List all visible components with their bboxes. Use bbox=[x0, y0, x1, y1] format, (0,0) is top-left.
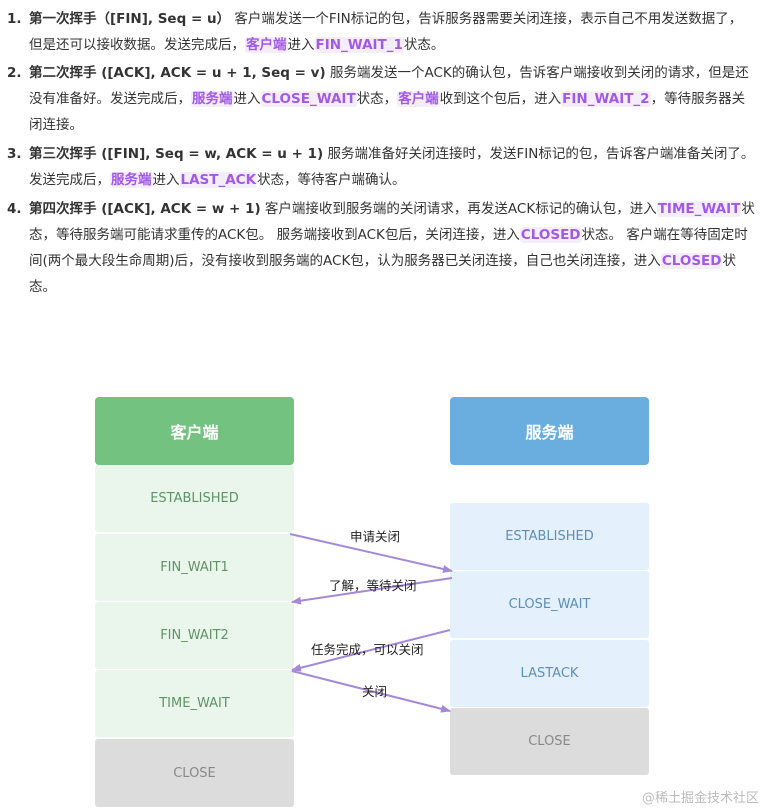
highlight-term: TIME_WAIT bbox=[656, 201, 742, 217]
arrow-ack-close bbox=[291, 670, 451, 713]
arrow-label: 申请关闭 bbox=[350, 529, 401, 544]
highlight-term: CLOSED bbox=[660, 253, 723, 269]
step-text: 客户端接收到服务端的关闭请求，再发送ACK标记的确认包，进入 bbox=[260, 201, 657, 217]
highlight-term: FIN_WAIT_1 bbox=[314, 37, 404, 53]
step-text: 状态。 bbox=[403, 37, 445, 53]
step-text: 状态。 客户端在等待固定时间(两个最大段生命周期)后，没有接收到服务端的ACK包… bbox=[29, 227, 748, 269]
highlight-term: 服务端 bbox=[110, 172, 153, 188]
watermark: @稀土掘金技术社区 bbox=[641, 791, 759, 806]
client-state-fin-wait2: FIN_WAIT2 bbox=[95, 602, 294, 669]
step-text: 状态，等待客户端确认。 bbox=[257, 172, 406, 188]
server-state-close-wait: CLOSE_WAIT bbox=[450, 571, 649, 638]
server-state-lastack: LASTACK bbox=[450, 640, 649, 707]
step-text: 进入 bbox=[233, 91, 261, 107]
step-number: 3. bbox=[7, 146, 22, 162]
step-text: 服务端发送一个ACK的确认包，告诉客户端接收到关闭的请求，但是还没有准备好。发送… bbox=[29, 65, 749, 107]
step-text: 状态。 bbox=[29, 253, 736, 295]
highlight-term: 客户端 bbox=[397, 91, 440, 107]
arrow-label: 任务完成，可以关闭 bbox=[311, 642, 424, 657]
highlight-term: 服务端 bbox=[191, 91, 234, 107]
arrow-fin-request bbox=[289, 533, 453, 573]
client-state-fin-wait1: FIN_WAIT1 bbox=[95, 534, 294, 601]
client-state-time-wait: TIME_WAIT bbox=[95, 670, 294, 737]
step-text: ，等待服务器关闭连接。 bbox=[29, 91, 746, 133]
arrow-ack-wait bbox=[291, 577, 453, 605]
step-body: 第四次挥手 ([ACK], ACK = w + 1) 客户端接收到服务端的关闭请… bbox=[29, 196, 755, 300]
server-state-established: ESTABLISHED bbox=[450, 503, 649, 570]
step-text: 服务端准备好关闭连接时，发送FIN标记的包，告诉客户端准备关闭了。发送完成后， bbox=[29, 146, 755, 188]
server-header: 服务端 bbox=[450, 397, 649, 465]
four-way-wave-diagram: 客户端 ESTABLISHED FIN_WAIT1 FIN_WAIT2 TIME… bbox=[0, 380, 765, 812]
step-title: 第一次挥手（[FIN], Seq = u） bbox=[29, 11, 231, 27]
client-header: 客户端 bbox=[95, 397, 294, 465]
step-text: 进入 bbox=[287, 37, 315, 53]
step-text: 收到这个包后，进入 bbox=[439, 91, 562, 107]
highlight-term: CLOSE_WAIT bbox=[260, 91, 357, 107]
step-text: 进入 bbox=[152, 172, 180, 188]
step-body: 第三次挥手 ([FIN], Seq = w, ACK = u + 1) 服务端准… bbox=[29, 141, 755, 193]
step-title: 第二次挥手 ([ACK], ACK = u + 1, Seq = v) bbox=[29, 65, 326, 81]
highlight-term: LAST_ACK bbox=[179, 172, 258, 188]
client-state-established: ESTABLISHED bbox=[95, 465, 294, 532]
step-body: 第一次挥手（[FIN], Seq = u） 客户端发送一个FIN标记的包，告诉服… bbox=[29, 6, 755, 58]
step-number: 1. bbox=[7, 11, 22, 27]
server-state-close: CLOSE bbox=[450, 708, 649, 775]
highlight-term: FIN_WAIT_2 bbox=[561, 91, 651, 107]
step-text: 状态，等待服务端可能请求重传的ACK包。 服务端接收到ACK包后，关闭连接，进入 bbox=[29, 201, 755, 243]
step-number: 4. bbox=[7, 201, 22, 217]
arrow-label: 关闭 bbox=[362, 684, 388, 699]
step-number: 2. bbox=[7, 65, 22, 81]
step-body: 第二次挥手 ([ACK], ACK = u + 1, Seq = v) 服务端发… bbox=[29, 60, 755, 138]
step-title: 第四次挥手 ([ACK], ACK = w + 1) bbox=[29, 201, 261, 217]
highlight-term: 客户端 bbox=[245, 37, 288, 53]
step-text: 客户端发送一个FIN标记的包，告诉服务器需要关闭连接，表示自己不用发送数据了，但… bbox=[29, 11, 743, 53]
step-title: 第三次挥手 ([FIN], Seq = w, ACK = u + 1) bbox=[29, 146, 324, 162]
arrow-fin-ready bbox=[291, 629, 451, 672]
step-text: 状态， bbox=[356, 91, 398, 107]
highlight-term: CLOSED bbox=[519, 227, 582, 243]
client-state-close: CLOSE bbox=[95, 739, 294, 807]
message-arrows bbox=[289, 533, 453, 713]
arrow-label: 了解，等待关闭 bbox=[329, 578, 417, 593]
